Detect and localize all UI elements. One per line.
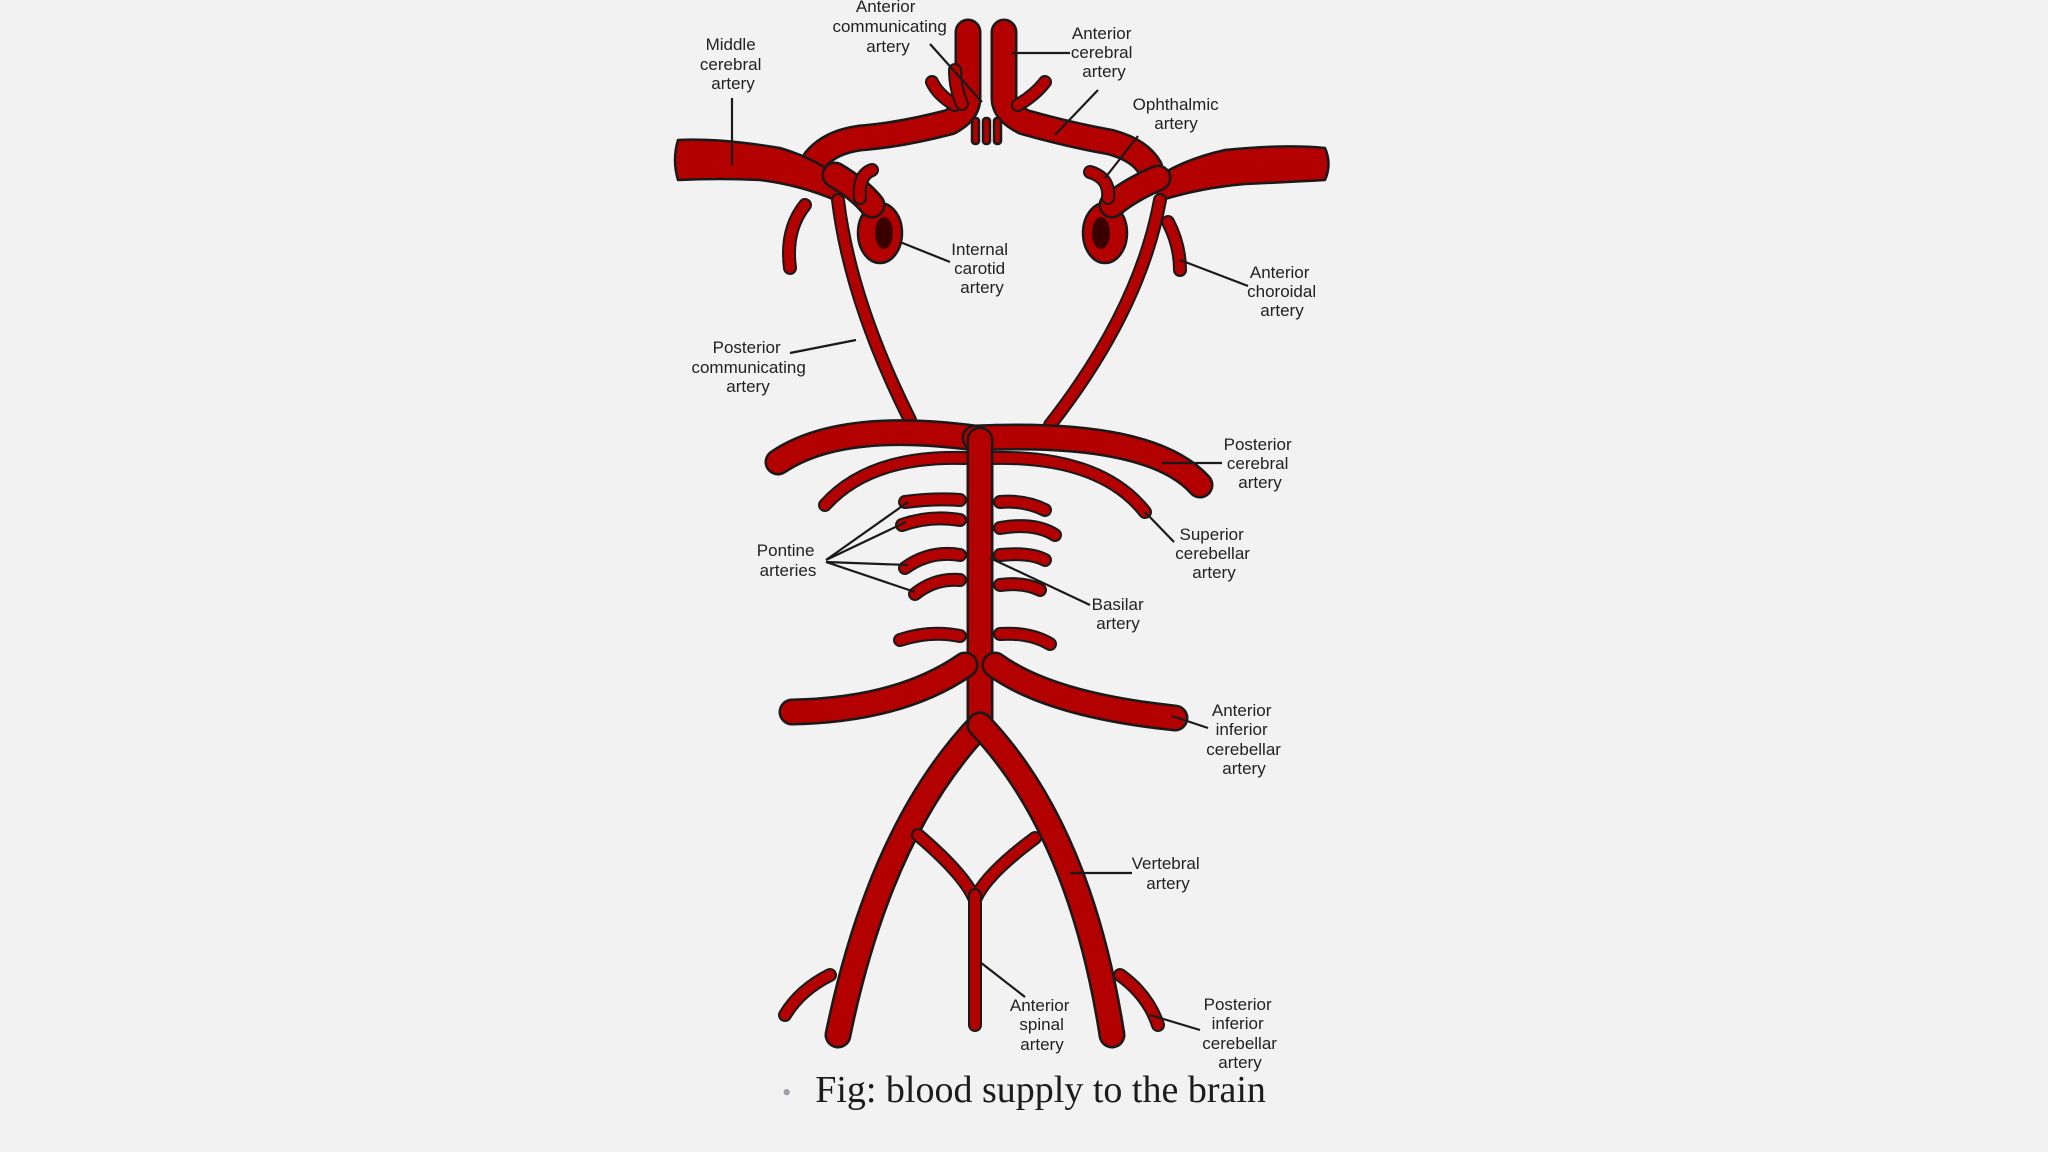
figure-caption: • Fig: blood supply to the brain: [0, 1068, 2048, 1112]
label-basilar-artery: Basilar artery: [1092, 595, 1149, 633]
leader-lines: [730, 43, 1249, 1032]
vertebral-vessels: [778, 711, 1165, 1049]
anterior-choroidal-vessels: [782, 198, 1187, 277]
anterior-cerebral-vessels: [801, 18, 1164, 182]
label-anterior-cerebral-artery: Anterior cerebral artery: [1071, 24, 1137, 81]
vessels: [673, 18, 1330, 1049]
labels: Anterior communicating artery Anterior c…: [691, 0, 1321, 1072]
caption-bullet: •: [782, 1078, 792, 1108]
posterior-cerebral-vessels: [764, 419, 1214, 499]
anterior-spinal-vessel: [911, 828, 1042, 1032]
label-middle-cerebral-artery: Middle cerebral artery: [700, 35, 766, 93]
anterior-inferior-cerebellar-vessels: [778, 651, 1189, 732]
label-vertebral-artery: Vertebral artery: [1132, 854, 1205, 893]
caption-text: Fig: blood supply to the brain: [815, 1069, 1266, 1111]
label-anterior-choroidal-artery: Anterior choroidal artery: [1247, 263, 1321, 320]
pontine-vessels: [893, 492, 1062, 651]
label-pontine-arteries: Pontine arteries: [757, 541, 819, 580]
label-anterior-communicating-artery: Anterior communicating artery: [832, 0, 951, 56]
superior-cerebellar-vessels: [818, 450, 1152, 519]
label-posterior-communicating-artery: Posterior communicating artery: [691, 338, 810, 396]
label-ophthalmic-artery: Ophthalmic artery: [1133, 95, 1224, 133]
middle-cerebral-vessels: [673, 138, 1330, 202]
posterior-communicating-vessels: [831, 193, 1167, 432]
internal-carotid-vessels: [821, 161, 1172, 265]
anterior-communicating-vessels: [970, 116, 1003, 146]
label-anterior-inferior-cerebellar-artery: Anterior inferior cerebellar artery: [1206, 701, 1285, 778]
label-posterior-cerebral-artery: Posterior cerebral artery: [1224, 435, 1297, 492]
label-internal-carotid-artery: Internal carotid artery: [951, 240, 1012, 297]
label-posterior-inferior-cerebellar-artery: Posterior inferior cerebellar artery: [1202, 995, 1281, 1072]
label-superior-cerebellar-artery: Superior cerebellar artery: [1175, 525, 1254, 582]
label-anterior-spinal-artery: Anterior spinal artery: [1010, 996, 1074, 1054]
